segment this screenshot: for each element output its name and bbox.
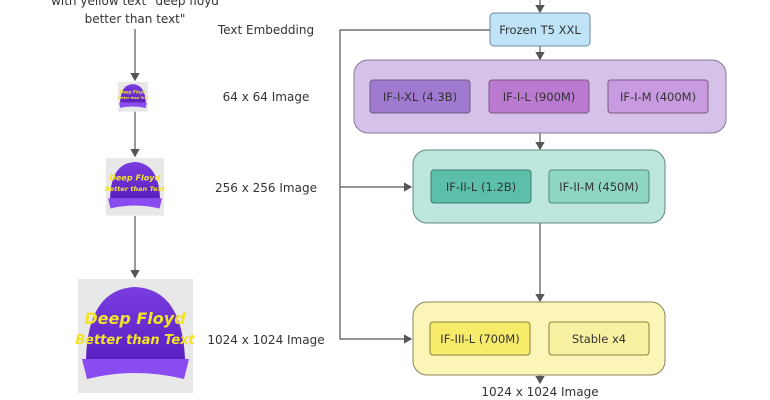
stage3-container: IF-III-L (700M) Stable x4 <box>412 301 666 376</box>
encoder-label: Frozen T5 XXL <box>499 23 581 37</box>
model-if-iii-l: IF-III-L (700M) <box>440 332 519 346</box>
model-if-i-l: IF-I-L (900M) <box>503 90 576 104</box>
cap-image-1024: Deep Floyd Better than Text <box>75 279 196 393</box>
svg-text:Better than Text: Better than Text <box>105 185 166 193</box>
svg-text:Deep Floyd: Deep Floyd <box>84 309 186 328</box>
label-text-embedding: Text Embedding <box>217 23 314 37</box>
stage1-container: IF-I-XL (4.3B) IF-I-L (900M) IF-I-M (400… <box>353 59 727 134</box>
model-stable-x4: Stable x4 <box>572 332 626 346</box>
model-if-ii-l: IF-II-L (1.2B) <box>446 180 516 194</box>
svg-text:Better than Text: Better than Text <box>75 333 195 348</box>
encoder-box: Frozen T5 XXL <box>489 12 591 47</box>
embedding-connector <box>339 29 490 344</box>
label-1024-image: 1024 x 1024 Image <box>207 333 324 347</box>
cap-image-256: Deep Floyd Better than Text <box>105 158 166 216</box>
svg-text:Deep Floyd: Deep Floyd <box>120 90 147 95</box>
model-if-i-xl: IF-I-XL (4.3B) <box>383 90 457 104</box>
label-output-image: 1024 x 1024 Image <box>481 385 598 399</box>
label-256-image: 256 x 256 Image <box>215 181 317 195</box>
svg-text:Better than Text: Better than Text <box>117 96 148 100</box>
stage2-container: IF-II-L (1.2B) IF-II-M (450M) <box>412 149 666 224</box>
svg-text:Deep Floyd: Deep Floyd <box>109 173 160 183</box>
model-if-ii-m: IF-II-M (450M) <box>559 180 639 194</box>
label-64-image: 64 x 64 Image <box>223 90 310 104</box>
cap-image-64: Deep Floyd Better than Text <box>117 82 149 112</box>
model-if-i-m: IF-I-M (400M) <box>620 90 696 104</box>
prompt-line-1: with yellow text "deep floyd <box>51 0 219 8</box>
prompt-line-2: better than text" <box>85 12 186 26</box>
